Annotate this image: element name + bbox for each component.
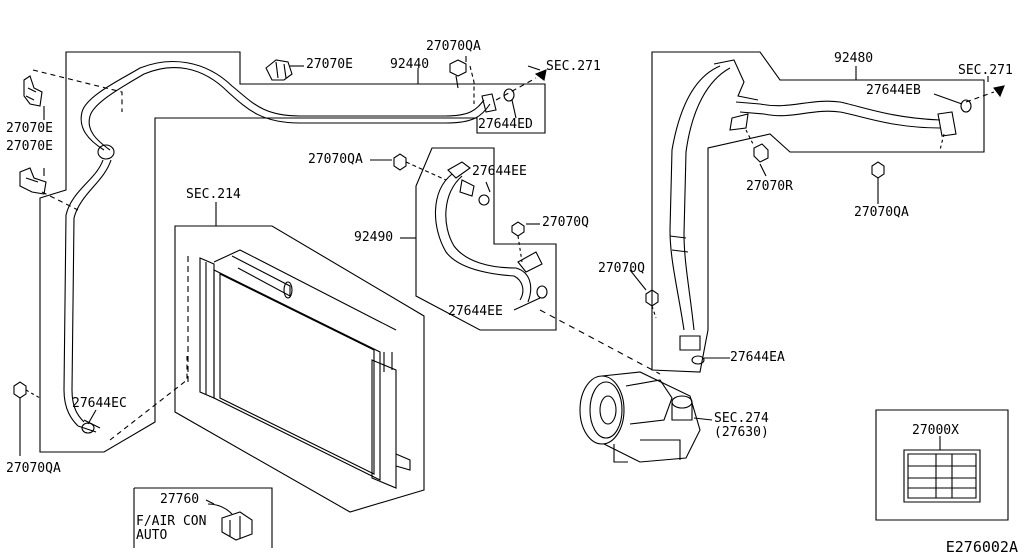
- clip-27070e-left2: [19, 167, 47, 195]
- leader-dashed: [41, 191, 79, 211]
- leader-dashed: [539, 309, 661, 375]
- label-27000x-box: [875, 409, 1009, 521]
- label-27644ee-top: 27644EE: [472, 164, 527, 179]
- bolt-27070qa-right: [871, 161, 885, 179]
- label-sec271-left: SEC.271: [546, 59, 601, 74]
- label-27644ea: 27644EA: [730, 350, 785, 365]
- label-27070e-top: 27070E: [306, 57, 353, 72]
- label-27760: 27760: [160, 492, 200, 507]
- condenser: [199, 249, 411, 489]
- label-27644ed: 27644ED: [478, 117, 533, 132]
- bolt-27070qa-top: [449, 59, 475, 104]
- sensor-frame: [134, 487, 273, 548]
- pipe-92440: [80, 60, 491, 151]
- label-27630: (27630): [714, 425, 769, 440]
- label-92490: 92490: [354, 230, 394, 245]
- label-92480: 92480: [834, 51, 874, 66]
- compressor: [579, 371, 701, 463]
- leader-dashed: [32, 69, 123, 112]
- bolt-27070q-mid: [511, 221, 525, 263]
- label-27070q-right: 27070Q: [598, 261, 645, 276]
- label-27070r: 27070R: [746, 179, 793, 194]
- label-auto: AUTO: [136, 528, 168, 543]
- label-27644ec: 27644EC: [72, 396, 127, 411]
- label-sec271-right: SEC.271: [958, 63, 1013, 78]
- sensor-27760: [207, 503, 253, 541]
- label-27070qa-bl: 27070QA: [6, 461, 61, 476]
- diagram-code: E276002A: [945, 538, 1018, 556]
- label-27070qa-mid: 27070QA: [308, 152, 363, 167]
- label-27070e-left1: 27070E: [6, 121, 53, 136]
- condenser-frame: [174, 225, 425, 513]
- label-27070e-left2: 27070E: [6, 139, 53, 154]
- label-sec214: SEC.214: [186, 187, 241, 202]
- label-92440: 92440: [390, 57, 430, 72]
- bolt-27070q-right: [645, 289, 659, 319]
- label-27070qa-top: 27070QA: [426, 39, 481, 54]
- pipe-92480: [669, 59, 1005, 365]
- label-27000x: 27000X: [912, 423, 959, 438]
- label-27070qa-right: 27070QA: [854, 205, 909, 220]
- pipe-end-fitting: [481, 69, 547, 113]
- bolt-27070qa-left: [13, 381, 41, 399]
- bolt-27070r: [745, 129, 769, 163]
- clip-27070e-top: [265, 59, 293, 81]
- pipe-group-frame-mid: [415, 147, 557, 331]
- label-27644eb: 27644EB: [866, 83, 921, 98]
- label-27644ee-bot: 27644EE: [448, 304, 503, 319]
- label-27070q-mid: 27070Q: [542, 215, 589, 230]
- label-27000x: [903, 449, 981, 503]
- clip-27070e-left: [23, 75, 43, 107]
- label-sec274: SEC.274: [714, 411, 769, 426]
- pipe-92490: [434, 161, 548, 303]
- bolt-27070qa-mid: [393, 153, 447, 181]
- pipe-left-vertical: [63, 144, 115, 434]
- label-fair-con: F/AIR CON: [136, 514, 207, 529]
- pipe-group-frame-right: [651, 51, 985, 373]
- pipe-group-frame-left: [39, 51, 546, 453]
- label-leaders: [19, 56, 989, 505]
